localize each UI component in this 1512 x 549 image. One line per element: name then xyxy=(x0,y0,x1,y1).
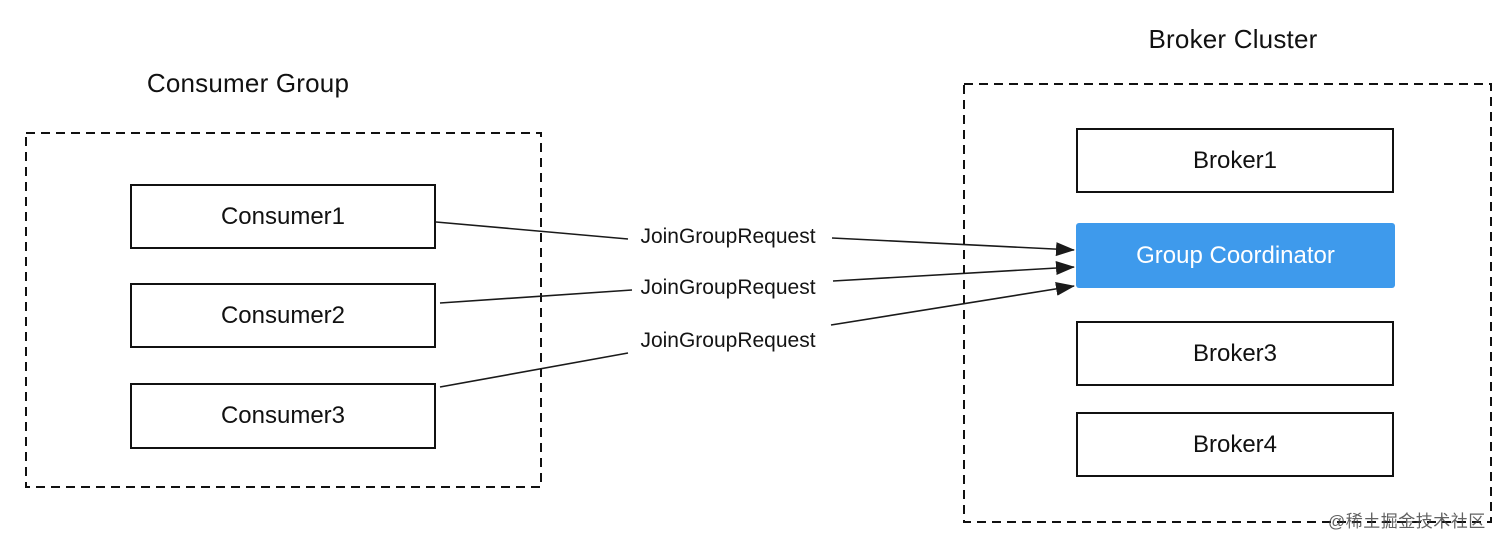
arrow-consumer3-tail xyxy=(439,352,629,388)
consumer1-node: Consumer1 xyxy=(130,184,436,249)
group-coordinator-node: Group Coordinator xyxy=(1076,223,1395,288)
arrow-consumer3-head xyxy=(830,281,1075,326)
arrow-consumer2-tail xyxy=(439,289,633,304)
arrow-consumer1-tail xyxy=(435,221,629,240)
join-group-request-label-2: JoinGroupRequest xyxy=(640,276,816,299)
consumer1-label: Consumer1 xyxy=(220,202,346,230)
consumer2-node: Consumer2 xyxy=(130,283,436,348)
consumer2-label: Consumer2 xyxy=(220,301,346,329)
broker3-label: Broker3 xyxy=(1192,339,1278,367)
consumer3-node: Consumer3 xyxy=(130,383,436,449)
consumer-group-title: Consumer Group xyxy=(146,68,350,98)
broker1-node: Broker1 xyxy=(1076,128,1394,193)
consumer3-label: Consumer3 xyxy=(220,402,346,429)
broker3-node: Broker3 xyxy=(1076,321,1394,386)
broker4-node: Broker4 xyxy=(1076,412,1394,477)
join-group-request-label-3: JoinGroupRequest xyxy=(640,329,816,352)
arrow-consumer2-head xyxy=(832,261,1075,282)
watermark-text: @稀土掘金技术社区 xyxy=(1328,512,1486,531)
join-group-request-label-1: JoinGroupRequest xyxy=(640,225,816,248)
broker1-label: Broker1 xyxy=(1192,146,1278,174)
broker-cluster-title: Broker Cluster xyxy=(1148,24,1318,54)
group-coordinator-label: Group Coordinator xyxy=(1136,241,1335,269)
broker4-label: Broker4 xyxy=(1192,430,1278,458)
arrow-consumer1-head xyxy=(831,237,1075,257)
